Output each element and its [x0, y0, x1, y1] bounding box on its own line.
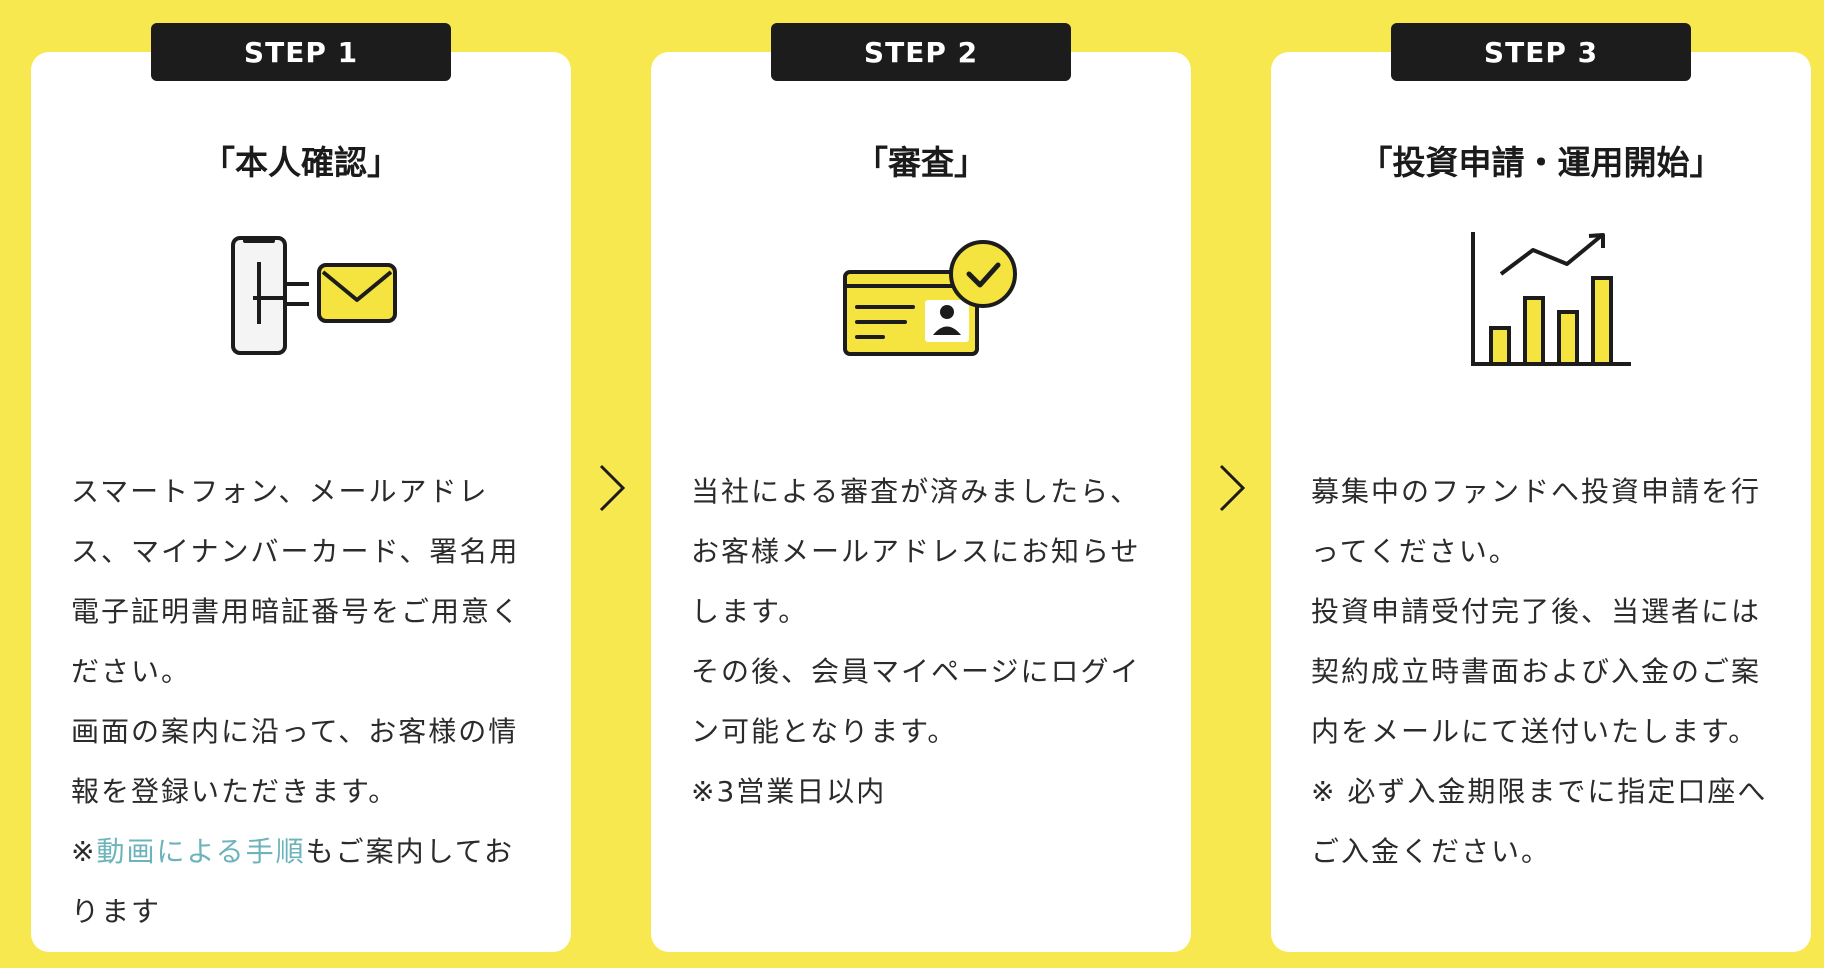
step-paragraph: スマートフォン、メールアドレス、マイナンバーカード、署名用電子証明書用暗証番号を… — [71, 475, 522, 688]
growth-chart-icon — [1471, 232, 1631, 366]
step-badge: STEP 1 — [151, 23, 451, 81]
step-badge: STEP 2 — [771, 23, 1071, 81]
step-paragraph: 投資申請受付完了後、当選者には契約成立時書面および入金のご案内をメールにて送付い… — [1311, 595, 1762, 748]
step-note: ※3営業日以内 — [691, 775, 887, 808]
step-note: ※動画による手順もご案内しております — [71, 822, 533, 942]
step-description: 募集中のファンドへ投資申請を行ってください。 投資申請受付完了後、当選者には契約… — [1311, 462, 1773, 882]
step-paragraph: 募集中のファンドへ投資申請を行ってください。 — [1311, 475, 1762, 568]
note-prefix: ※ — [71, 835, 97, 868]
step-paragraph: その後、会員マイページにログイン可能となります。 — [691, 655, 1141, 748]
step-card-3: STEP 3 「投資申請・運用開始」 募集中のファンドへ投資申請を行ってください… — [1271, 23, 1811, 952]
step-paragraph: 当社による審査が済みましたら、お客様メールアドレスにお知らせします。 — [691, 475, 1141, 628]
step-title: 「本人確認」 — [202, 143, 400, 182]
step-card-1: STEP 1 「本人確認」 スマートフォン、メールアドレス、マイナンバーカード、… — [31, 23, 571, 952]
chevron-right-icon — [599, 464, 626, 512]
phone-and-mail-icon — [231, 236, 397, 355]
video-guide-link[interactable]: 動画による手順 — [96, 835, 306, 868]
step-card-2: STEP 2 「審査」 当社による審査が済みましたら、お客様メールアドレスにお知… — [651, 23, 1191, 952]
step-description: 当社による審査が済みましたら、お客様メールアドレスにお知らせします。 その後、会… — [691, 462, 1153, 822]
step-note: ※ 必ず入金期限までに指定口座へご入金ください。 — [1311, 775, 1768, 868]
step-badge: STEP 3 — [1391, 23, 1691, 81]
chevron-right-icon — [1219, 464, 1246, 512]
step-description: スマートフォン、メールアドレス、マイナンバーカード、署名用電子証明書用暗証番号を… — [71, 462, 533, 942]
id-card-check-icon — [843, 240, 1017, 356]
step-title: 「投資申請・運用開始」 — [1359, 143, 1723, 182]
note-suffix: もご案内しております — [71, 835, 514, 928]
step-paragraph: 画面の案内に沿って、お客様の情報を登録いただきます。 — [71, 715, 519, 808]
step-title: 「審査」 — [855, 143, 987, 182]
